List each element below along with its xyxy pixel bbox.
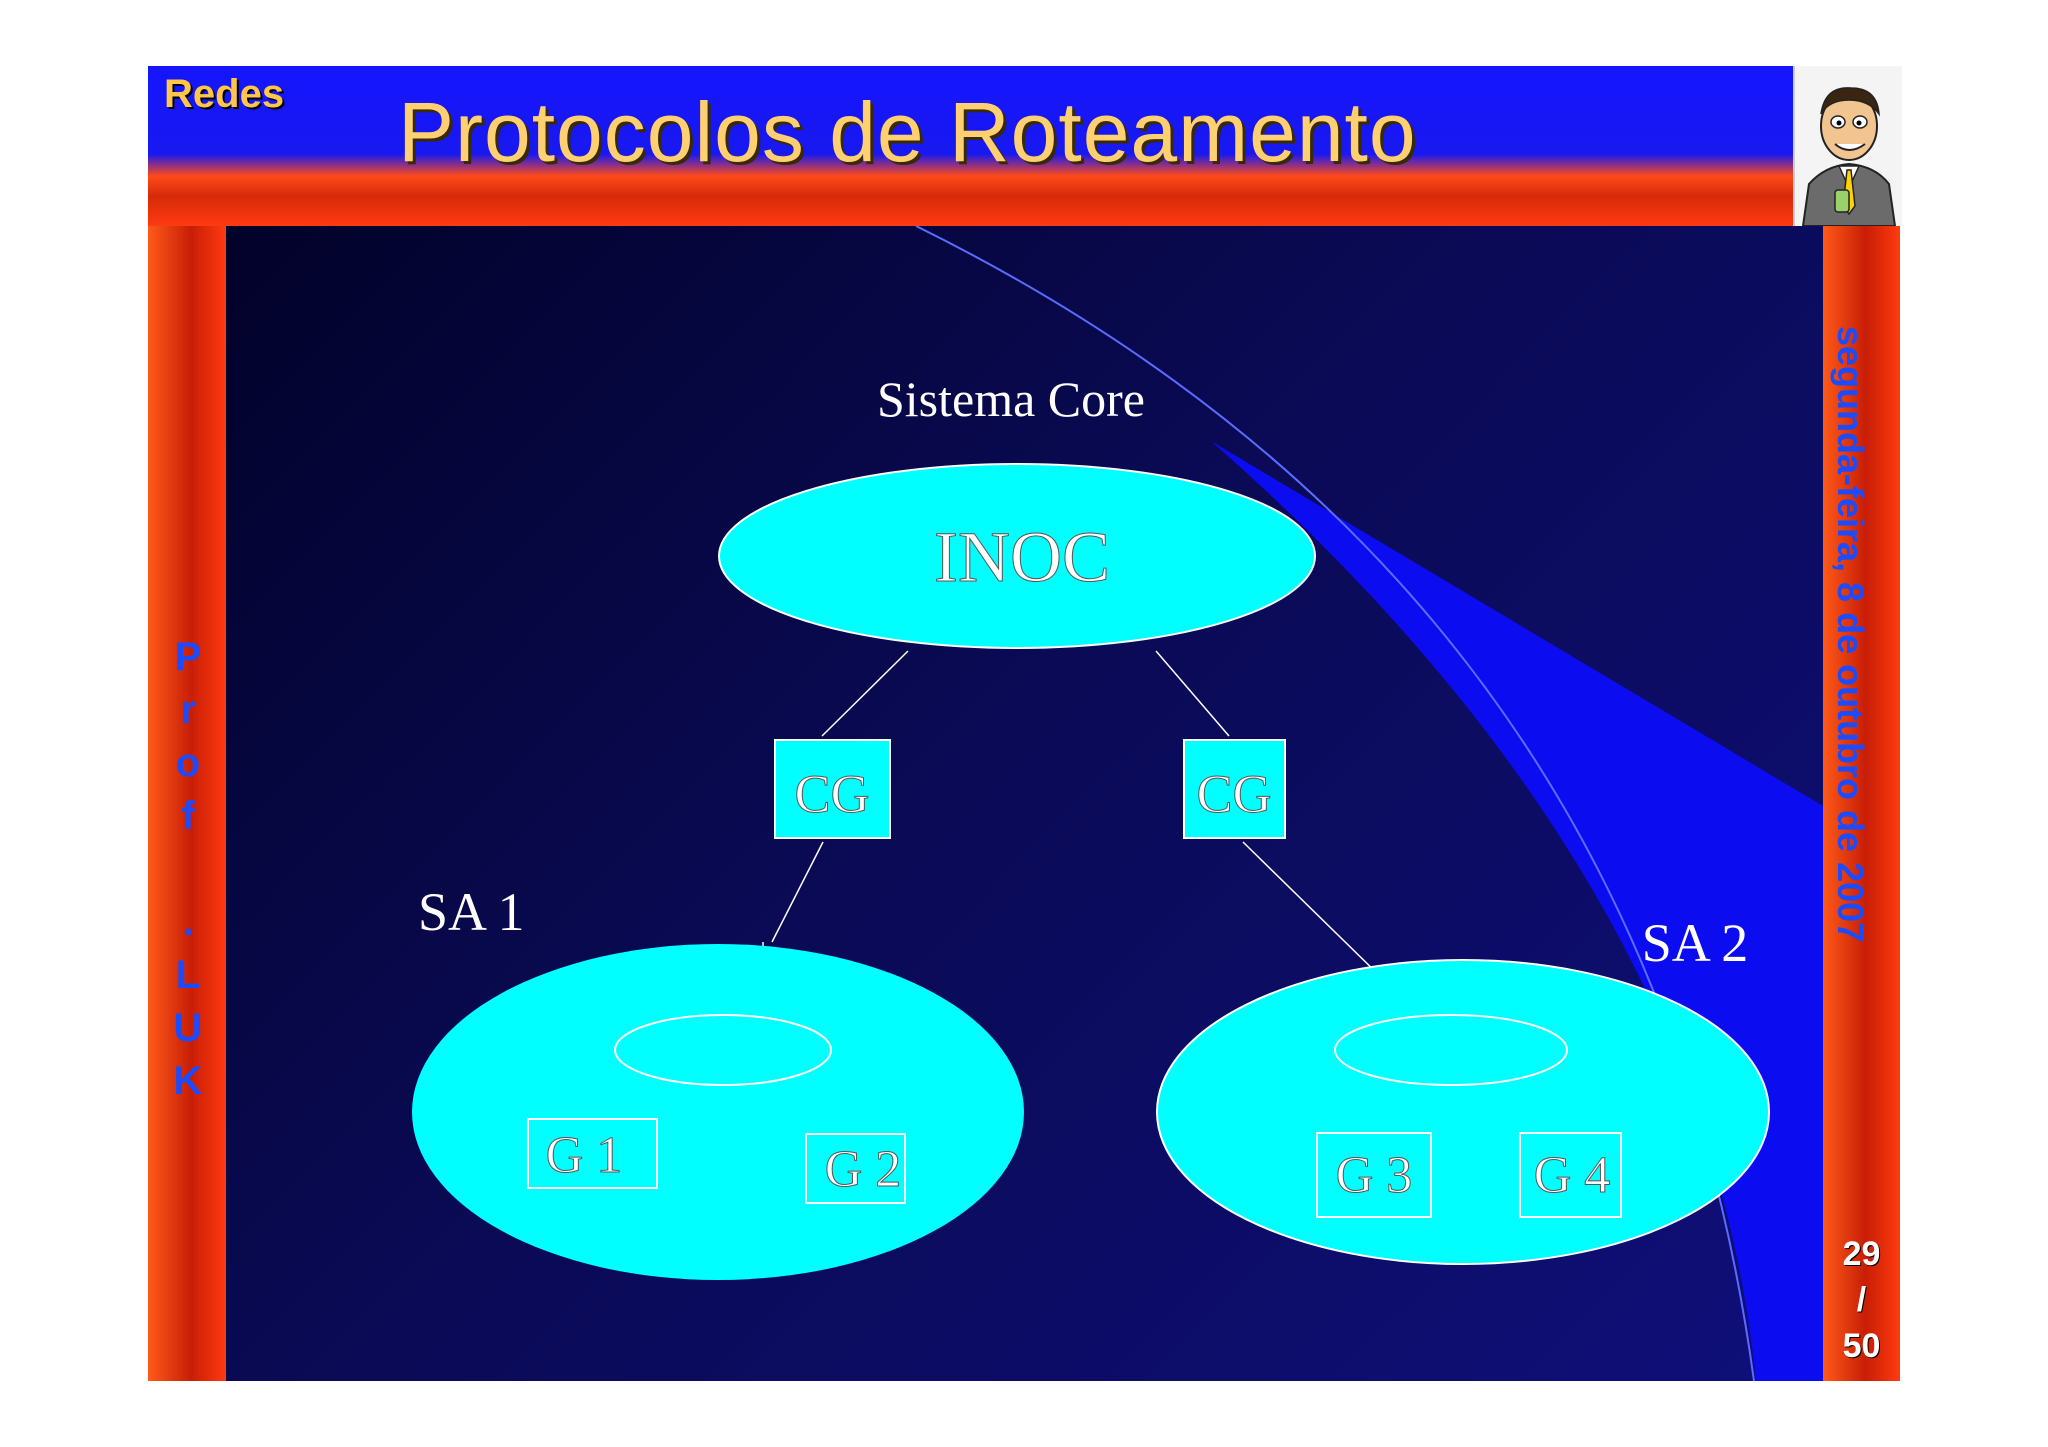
gateway-label: G 4 — [1534, 1147, 1611, 1204]
core-ellipse — [718, 463, 1316, 649]
as1-label: SA 1 — [418, 882, 525, 942]
core-gateway-box — [774, 739, 891, 839]
date-vertical: segunda-feira, 8 de outubro de 2007 — [1829, 326, 1893, 1206]
core-system-label: Sistema Core — [877, 371, 1145, 427]
slide: Redes Protocolos de Roteamento P r o f . — [148, 66, 1902, 1381]
inoc-label: INOC — [934, 517, 1110, 597]
author-letter: r — [180, 688, 196, 732]
author-letter: . — [182, 900, 194, 944]
date-text: segunda-feira, 8 de outubro de 2007 — [1830, 326, 1871, 943]
page-total: 50 — [1842, 1327, 1881, 1365]
as2-label: SA 2 — [1642, 913, 1749, 973]
as2-inner-network — [1334, 1014, 1568, 1086]
gateway-label: G 2 — [825, 1141, 902, 1198]
author-letter: K — [173, 1059, 203, 1103]
gateway-box — [805, 1133, 906, 1204]
page-separator: / — [1856, 1281, 1867, 1319]
as1-ellipse — [412, 944, 1024, 1280]
author-vertical: P r o f . L U K — [168, 631, 208, 1108]
left-border: P r o f . L U K — [148, 226, 226, 1381]
author-letter: L — [175, 953, 201, 997]
gateway-label: G 3 — [1336, 1147, 1413, 1204]
gateway-box — [1316, 1132, 1432, 1218]
background-swoosh — [1211, 441, 1823, 1381]
presenter-avatar — [1793, 66, 1902, 227]
gateway-box — [527, 1118, 658, 1189]
as2-ellipse — [1156, 959, 1770, 1265]
diagram-area: Sistema Core INOC CG CG SA 1 G 1 G 2 SA … — [226, 226, 1823, 1381]
page-current: 29 — [1842, 1235, 1881, 1273]
slide-title: Protocolos de Roteamento — [398, 85, 1417, 179]
author-letter: f — [181, 794, 195, 838]
right-border — [1823, 226, 1900, 1381]
as1-inner-network — [614, 1014, 832, 1086]
author-letter — [168, 843, 208, 896]
page-number: 29 / 50 — [1823, 1231, 1900, 1369]
author-letter: U — [173, 1006, 203, 1050]
core-gateway-label: CG — [794, 764, 869, 824]
core-gateway-label: CG — [1196, 764, 1271, 824]
author-letter: o — [175, 741, 201, 785]
routing-diagram: Sistema Core INOC CG CG SA 1 G 1 G 2 SA … — [412, 226, 1823, 1381]
course-label: Redes — [164, 72, 285, 116]
gateway-box — [1519, 1132, 1622, 1218]
gateway-label: G 1 — [546, 1127, 623, 1184]
author-letter: P — [174, 635, 202, 679]
header-bar: Redes Protocolos de Roteamento — [148, 66, 1793, 226]
core-gateway-box — [1183, 739, 1286, 839]
